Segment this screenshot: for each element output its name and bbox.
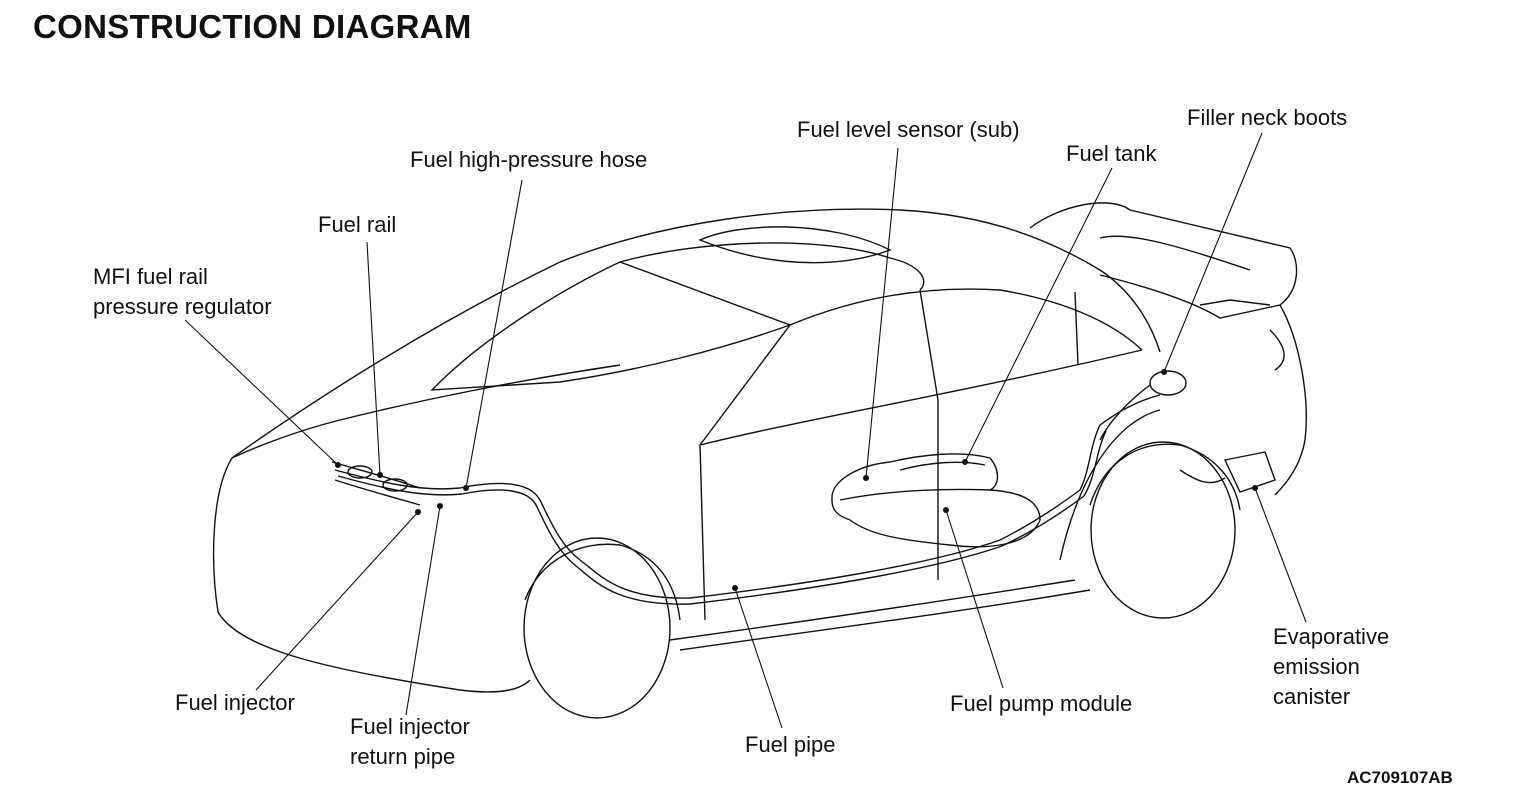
label-mfi-fuel-rail-pressure-regulator: MFI fuel rail pressure regulator <box>93 264 272 319</box>
car-body-outline <box>212 202 1307 719</box>
figure-code: AC709107AB <box>1347 768 1453 787</box>
label-filler-neck-boots: Filler neck boots <box>1187 105 1348 130</box>
label-evaporative-emission-canister: Evaporative emission canister <box>1273 624 1390 709</box>
page-title: CONSTRUCTION DIAGRAM <box>33 8 472 45</box>
label-fuel-injector-return-pipe: Fuel injector return pipe <box>350 714 470 769</box>
label-fuel-tank: Fuel tank <box>1066 141 1157 166</box>
label-fuel-injector: Fuel injector <box>175 690 295 715</box>
label-fuel-level-sensor-sub: Fuel level sensor (sub) <box>797 117 1020 142</box>
label-fuel-rail: Fuel rail <box>318 212 397 237</box>
leader-lines <box>184 132 1307 729</box>
label-fuel-pipe: Fuel pipe <box>745 732 836 757</box>
label-fuel-high-pressure-hose: Fuel high-pressure hose <box>410 147 648 172</box>
label-fuel-pump-module: Fuel pump module <box>950 691 1133 716</box>
